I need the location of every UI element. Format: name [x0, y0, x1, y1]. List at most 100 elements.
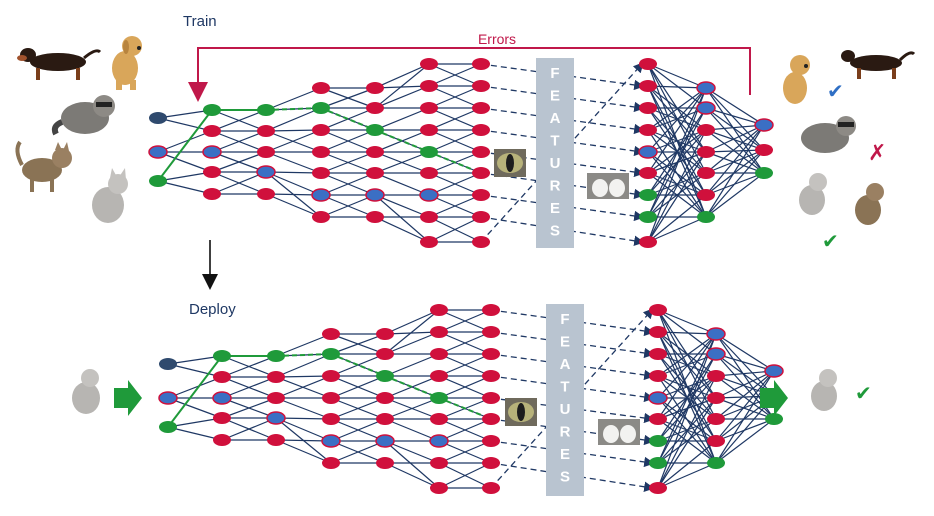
network-node	[420, 102, 438, 114]
network-node	[429, 434, 449, 448]
network-edge	[265, 129, 322, 153]
network-node	[267, 434, 285, 446]
network-node	[707, 435, 725, 447]
features-letter: U	[550, 155, 561, 172]
labrador-image-output	[783, 55, 810, 104]
network-edge	[265, 171, 322, 196]
network-edge	[715, 370, 775, 442]
network-edge	[705, 129, 765, 151]
network-edge	[384, 440, 440, 464]
network-node	[697, 167, 715, 179]
network-edges	[157, 63, 765, 243]
network-edge	[374, 85, 430, 89]
activation-path	[320, 107, 376, 131]
errors-arrow	[188, 47, 751, 102]
network-edge	[330, 397, 386, 420]
network-node	[430, 413, 448, 425]
features-letter: A	[550, 110, 561, 127]
network-edge	[657, 375, 717, 399]
network-node	[696, 101, 716, 115]
features-letter: E	[550, 200, 560, 217]
features-letter: R	[560, 424, 571, 441]
network-node	[203, 125, 221, 137]
network-edge	[428, 172, 482, 196]
features-bar	[536, 58, 574, 248]
network-edge	[384, 309, 440, 355]
network-edge	[374, 85, 430, 109]
network-node	[482, 435, 500, 447]
network-node	[159, 421, 177, 433]
network-edge	[157, 151, 213, 173]
network-node	[213, 371, 231, 383]
features-letter: S	[560, 469, 570, 486]
network-edge	[657, 333, 717, 420]
network-node	[213, 350, 231, 362]
network-edge	[647, 63, 707, 109]
raccoon-image-input	[51, 95, 115, 136]
network-edge	[320, 172, 376, 196]
network-node	[366, 82, 384, 94]
network-edge	[705, 172, 765, 218]
features-letter: F	[560, 311, 569, 328]
check-mark-blue: ✔	[827, 79, 844, 103]
network-edge	[705, 87, 765, 126]
network-node	[472, 80, 490, 92]
network-nodes	[148, 58, 774, 248]
network-edge	[438, 331, 492, 355]
network-edge	[647, 216, 707, 243]
network-edge	[330, 353, 386, 377]
network-edge	[157, 180, 213, 195]
network-node	[312, 146, 330, 158]
check-mark-green: ✔	[822, 229, 839, 253]
network-edges	[167, 309, 775, 489]
network-node	[430, 304, 448, 316]
network-edge	[221, 397, 277, 419]
network-node	[472, 189, 490, 201]
network-node	[754, 118, 774, 132]
network-edge	[167, 426, 223, 441]
network-node	[430, 457, 448, 469]
gray-cat-image-output	[799, 173, 827, 215]
network-edge	[647, 172, 707, 218]
network-edge	[705, 124, 765, 174]
train-label: Train	[183, 13, 217, 30]
network-node	[649, 348, 667, 360]
network-edge	[647, 194, 707, 243]
network-edge	[384, 353, 440, 377]
network-node	[649, 457, 667, 469]
network-node	[639, 80, 657, 92]
network-edge	[705, 151, 765, 174]
network-edge	[705, 87, 765, 174]
network-node	[376, 370, 394, 382]
input-arrow-icon	[114, 380, 142, 416]
deploy-network	[158, 304, 784, 494]
network-edge	[657, 333, 717, 399]
network-node	[472, 167, 490, 179]
network-edge	[384, 309, 440, 335]
check-mark-deploy: ✔	[855, 381, 872, 405]
network-edge	[275, 439, 332, 464]
network-node	[322, 328, 340, 340]
network-edge	[330, 333, 386, 355]
network-node	[765, 413, 783, 425]
network-node	[322, 370, 340, 382]
network-node	[322, 413, 340, 425]
network-node	[203, 166, 221, 178]
activation-path	[167, 355, 223, 428]
network-edge	[705, 107, 765, 126]
features-letter: U	[560, 401, 571, 418]
dachshund-image-input	[17, 48, 102, 80]
feature-crop-cat-paws-deploy	[598, 419, 640, 445]
network-node	[649, 435, 667, 447]
network-node	[482, 348, 500, 360]
activation-path	[374, 129, 430, 153]
network-edge	[705, 124, 765, 153]
network-edge	[657, 353, 717, 377]
network-node	[430, 482, 448, 494]
network-edge	[438, 462, 492, 489]
network-node	[639, 124, 657, 136]
network-edge	[167, 397, 223, 419]
activation-path	[275, 353, 332, 357]
network-node	[472, 58, 490, 70]
network-node	[311, 188, 331, 202]
